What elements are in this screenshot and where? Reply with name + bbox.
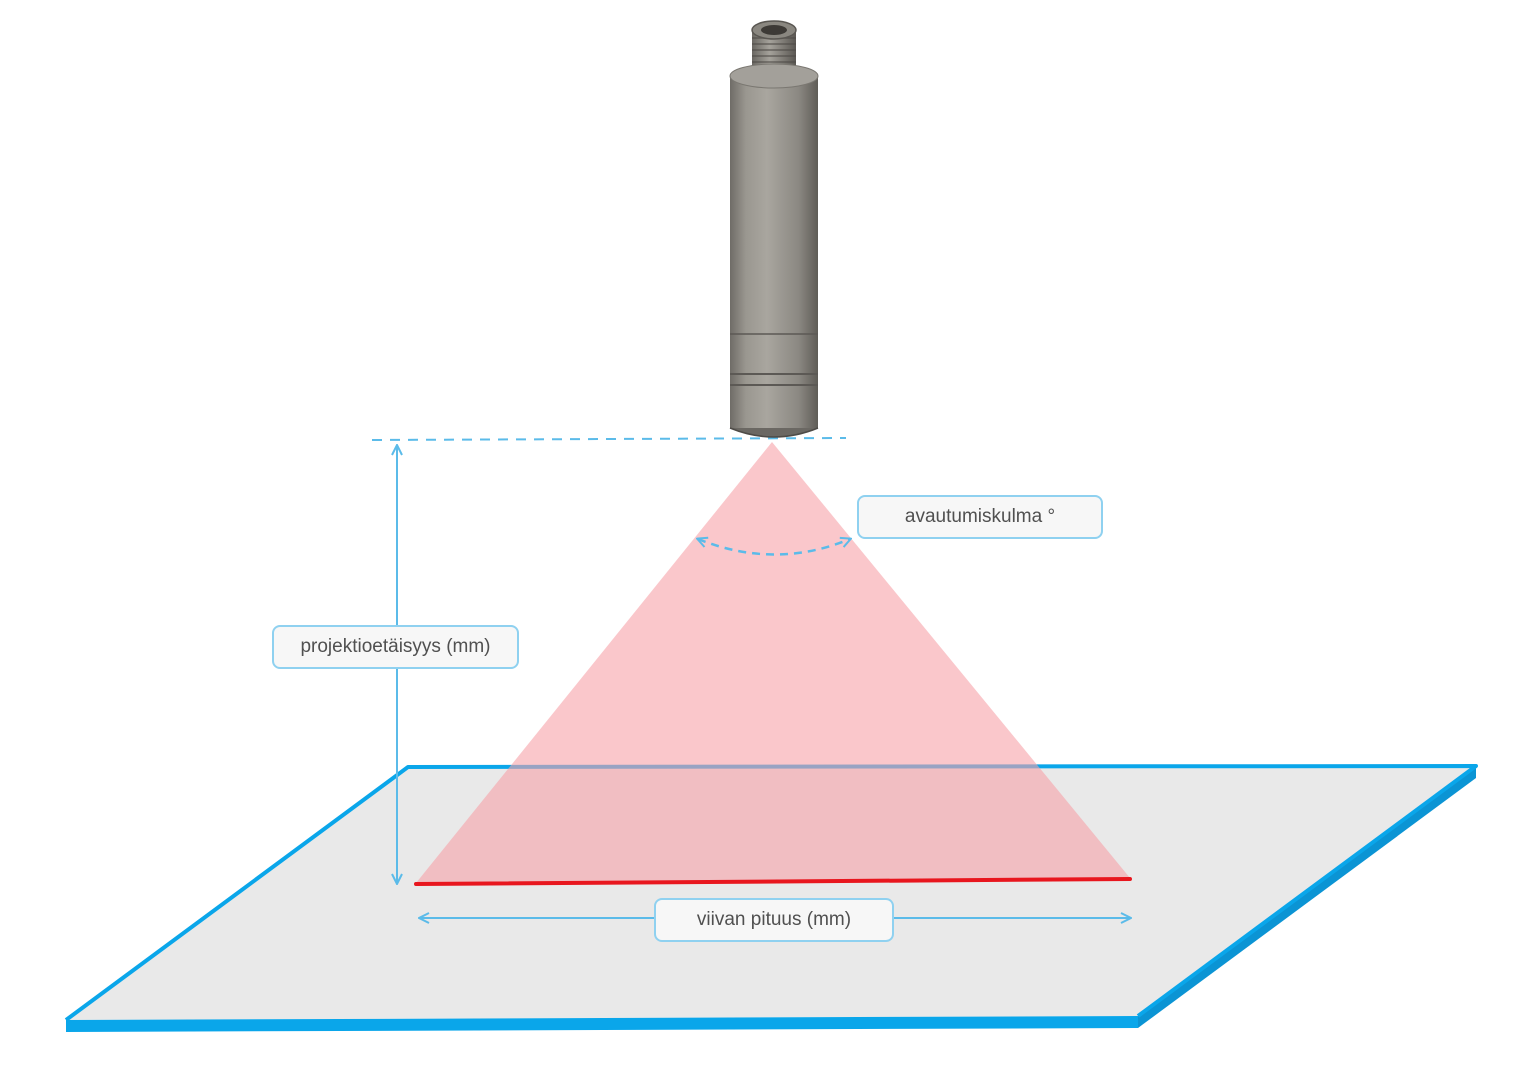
- laser-line: [414, 877, 1132, 886]
- surface-plate: [64, 764, 1478, 1032]
- laser-fan: [416, 442, 1130, 883]
- opening-angle-label: avautumiskulma °: [857, 495, 1103, 539]
- surface-front-edge: [66, 1016, 1138, 1032]
- projection-distance-text: projektioetäisyys (mm): [300, 636, 491, 657]
- reference-dashed-line: [371, 437, 847, 441]
- projection-distance-label: projektioetäisyys (mm): [272, 625, 519, 669]
- opening-angle-text: avautumiskulma °: [904, 506, 1056, 527]
- surface-right-edge: [1138, 766, 1476, 1028]
- opening-angle-arc: [698, 539, 850, 556]
- line-length-label: viivan pituus (mm): [654, 898, 894, 942]
- laser-line-projector-icon: [729, 20, 819, 438]
- surface-top: [66, 766, 1476, 1020]
- line-length-text: viivan pituus (mm): [696, 909, 852, 930]
